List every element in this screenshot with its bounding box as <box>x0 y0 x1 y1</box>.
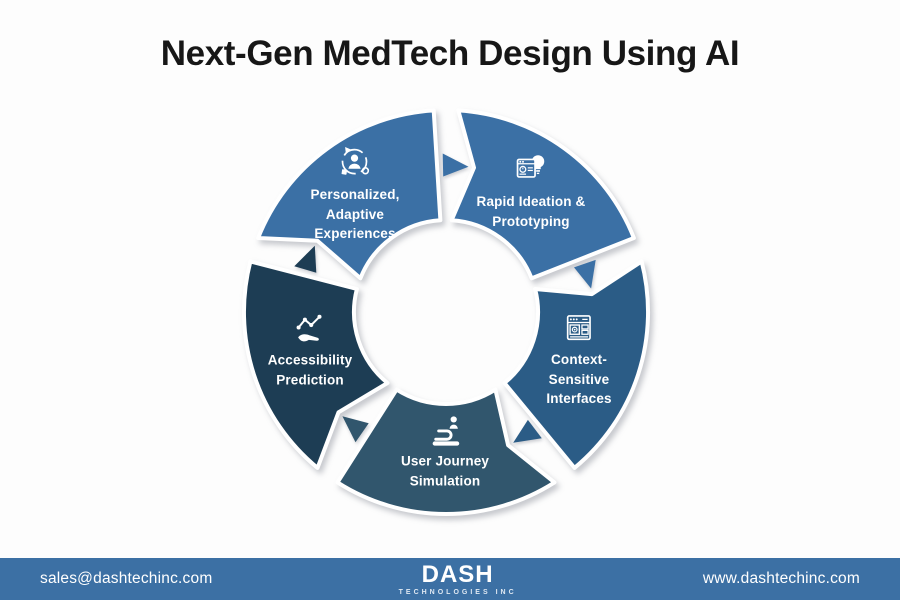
user-journey-icon <box>432 416 459 446</box>
footer-email[interactable]: sales@dashtechinc.com <box>40 570 213 587</box>
segment-label: Personalized, Adaptive Experiences <box>310 187 400 242</box>
context-interfaces-icon <box>566 315 591 341</box>
flow-arrow-2 <box>513 419 542 443</box>
logo-name: DASH <box>421 560 494 588</box>
flow-arrow-5 <box>442 153 469 177</box>
footer-website[interactable]: www.dashtechinc.com <box>702 570 860 587</box>
segment-label: Context- Sensitive Interfaces <box>546 352 612 407</box>
segment-accessibility: Accessibility Prediction <box>268 312 353 389</box>
segment-user-journey: User Journey Simulation <box>401 413 489 490</box>
page-title: Next-Gen MedTech Design Using AI <box>160 34 740 73</box>
accessibility-prediction-icon <box>296 314 322 342</box>
segment-context-sensitive: Context- Sensitive Interfaces <box>546 309 611 409</box>
dash-logo: DASH TECHNOLOGIES INC <box>398 560 517 596</box>
flow-arrow-4 <box>294 245 317 273</box>
segment-label: User Journey Simulation <box>400 453 490 488</box>
logo-subtitle: TECHNOLOGIES INC <box>398 588 517 596</box>
flow-arrow-3 <box>342 416 369 443</box>
personalized-icon <box>342 146 370 175</box>
segment-rapid-ideation: Rapid Ideation & Prototyping <box>477 151 586 231</box>
flow-arrow-1 <box>574 259 596 289</box>
footer-bar: sales@dashtechinc.com DASH TECHNOLOGIES … <box>0 558 900 600</box>
segment-label: Rapid Ideation & Prototyping <box>476 193 586 229</box>
prototyping-icon <box>517 155 545 178</box>
segment-label: Accessibility Prediction <box>267 352 353 387</box>
segment-personalized: Personalized, Adaptive Experiences <box>311 144 400 244</box>
